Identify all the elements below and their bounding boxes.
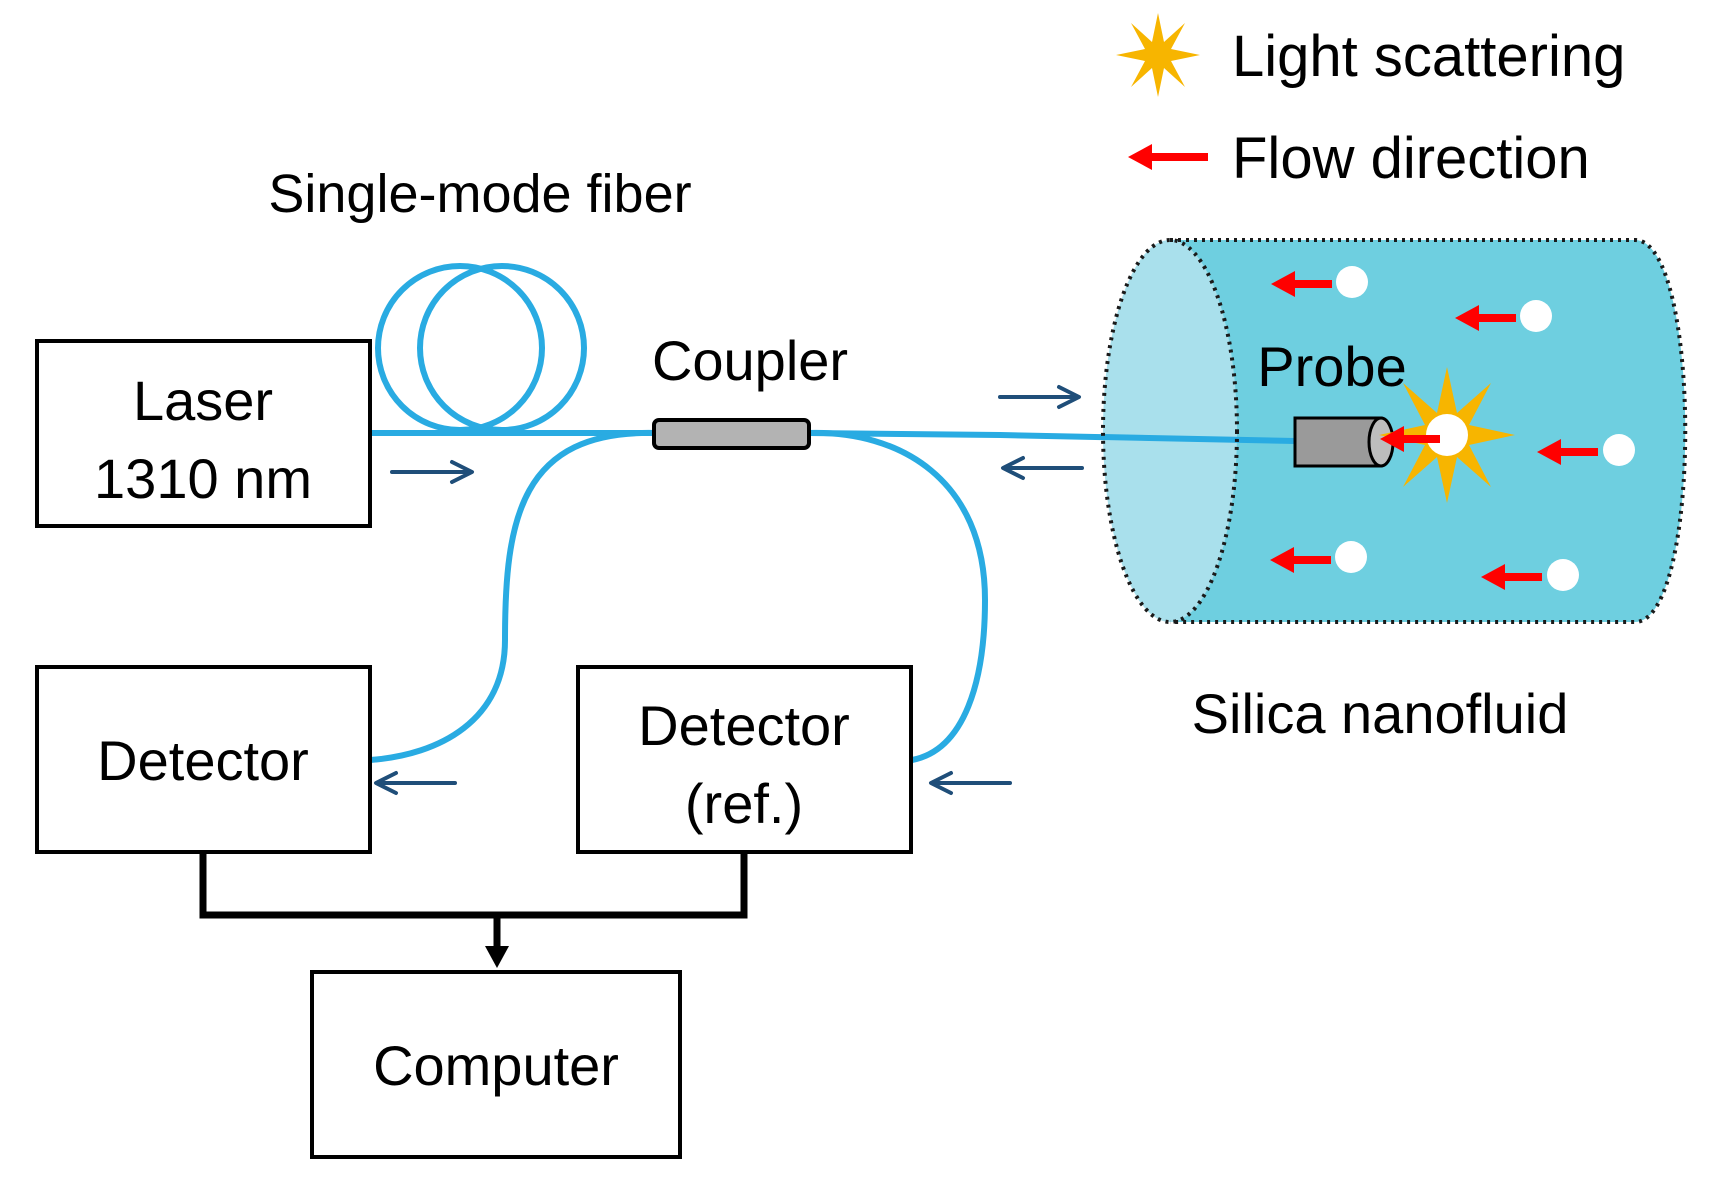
cylinder-body-outline <box>1170 238 1688 624</box>
fiber-inside-fluid <box>1100 434 1298 444</box>
signal-arrow-laser-out <box>390 460 474 484</box>
nanofluid-label: Silica nanofluid <box>1192 682 1569 745</box>
probe-label: Probe <box>1257 335 1406 398</box>
down-arrowhead-icon <box>485 946 509 968</box>
detector-ref-box: Detector (ref.) <box>576 665 913 854</box>
starburst-icon <box>1116 13 1200 97</box>
signal-arrow-to-probe <box>998 385 1081 409</box>
coupler-label: Coupler <box>652 329 848 392</box>
fiber-coil-loop-2 <box>417 263 587 433</box>
laser-wavelength: 1310 nm <box>94 447 312 510</box>
detector-box: Detector <box>35 665 372 854</box>
signal-arrow-to-detector <box>374 771 457 795</box>
laser-label: Laser <box>133 369 273 432</box>
nanofluid-cylinder: Probe <box>1100 238 1688 624</box>
flow-arrow-at-probe <box>1380 426 1440 452</box>
nanoparticle <box>1481 559 1579 591</box>
cylinder-front-face <box>1103 240 1237 622</box>
legend-scattering-label: Light scattering <box>1232 24 1625 89</box>
legend: Light scattering Flow direction <box>1116 13 1625 191</box>
nanoparticle <box>1455 300 1552 332</box>
probe <box>1293 416 1395 468</box>
nanoparticle <box>1271 266 1368 298</box>
cylinder-front-outline <box>1101 238 1239 624</box>
fiber-coupler-to-detector <box>367 429 658 763</box>
legend-flow-label: Flow direction <box>1232 126 1590 191</box>
red-left-arrow-icon <box>1128 144 1208 170</box>
scattering-starburst-icon <box>1379 367 1515 503</box>
fiber-label: Single-mode fiber <box>268 164 691 224</box>
signal-arrow-from-probe <box>1001 456 1084 480</box>
computer-label: Computer <box>373 1034 619 1097</box>
nanoparticle <box>1537 434 1635 466</box>
coupler-body <box>652 418 811 450</box>
detector-label: Detector <box>97 729 309 792</box>
laser-box: Laser 1310 nm <box>35 339 372 528</box>
detector-ref-sublabel: (ref.) <box>685 772 803 835</box>
signal-arrow-to-detector-ref <box>929 771 1012 795</box>
nanoparticle <box>1270 541 1367 573</box>
fiber-coil-loop-1 <box>375 263 545 433</box>
computer-wiring <box>199 852 748 968</box>
fiber-coupler-to-detector-ref <box>805 429 989 763</box>
computer-box: Computer <box>310 970 682 1159</box>
detector-ref-label: Detector <box>638 694 850 757</box>
